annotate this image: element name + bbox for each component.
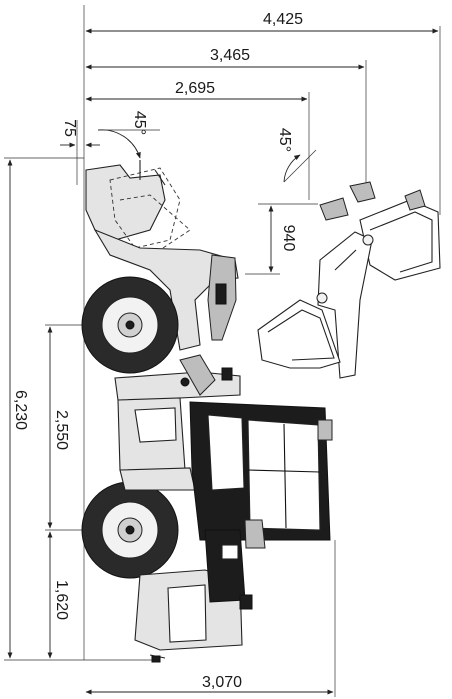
dimension-overall-width: 3,070 bbox=[85, 540, 336, 697]
label-6230: 6,230 bbox=[12, 390, 29, 430]
front-bucket-raised bbox=[319, 181, 441, 281]
front-tire bbox=[81, 276, 179, 374]
raised-bucket-rear bbox=[85, 160, 191, 251]
label-3070: 3,070 bbox=[202, 674, 242, 691]
label-1620: 1,620 bbox=[53, 580, 70, 620]
dimension-max-reach: 3,465 bbox=[85, 47, 367, 195]
front-boom-arm bbox=[316, 231, 374, 379]
machine-frame bbox=[114, 354, 241, 491]
engine-compartment bbox=[134, 519, 266, 663]
loader-boom-arm bbox=[93, 228, 239, 351]
label-4425: 4,425 bbox=[263, 11, 303, 28]
dimension-rear-overhang: 1,620 bbox=[47, 531, 70, 659]
label-3465: 3,465 bbox=[210, 47, 250, 64]
label-75: 75 bbox=[61, 119, 78, 137]
front-bucket-lowered bbox=[257, 299, 341, 369]
dimension-overall-height: 4,425 bbox=[85, 11, 441, 215]
label-angle-rear: 45° bbox=[131, 111, 148, 135]
label-2695: 2,695 bbox=[175, 80, 215, 97]
angle-front-bucket: 45° bbox=[276, 128, 317, 183]
rear-tire bbox=[81, 481, 179, 579]
dimension-overall-length: 6,230 bbox=[4, 157, 160, 661]
dimension-offset-75: 75 bbox=[60, 119, 100, 185]
label-angle-front: 45° bbox=[276, 128, 293, 152]
dimension-dump-reach: 2,695 bbox=[85, 80, 310, 200]
operator-cab bbox=[189, 401, 333, 541]
label-940: 940 bbox=[280, 225, 297, 252]
dimension-dump-clearance: 940 bbox=[245, 203, 318, 275]
label-2550: 2,550 bbox=[53, 410, 70, 450]
angle-rear-bucket: 45° bbox=[97, 111, 160, 159]
